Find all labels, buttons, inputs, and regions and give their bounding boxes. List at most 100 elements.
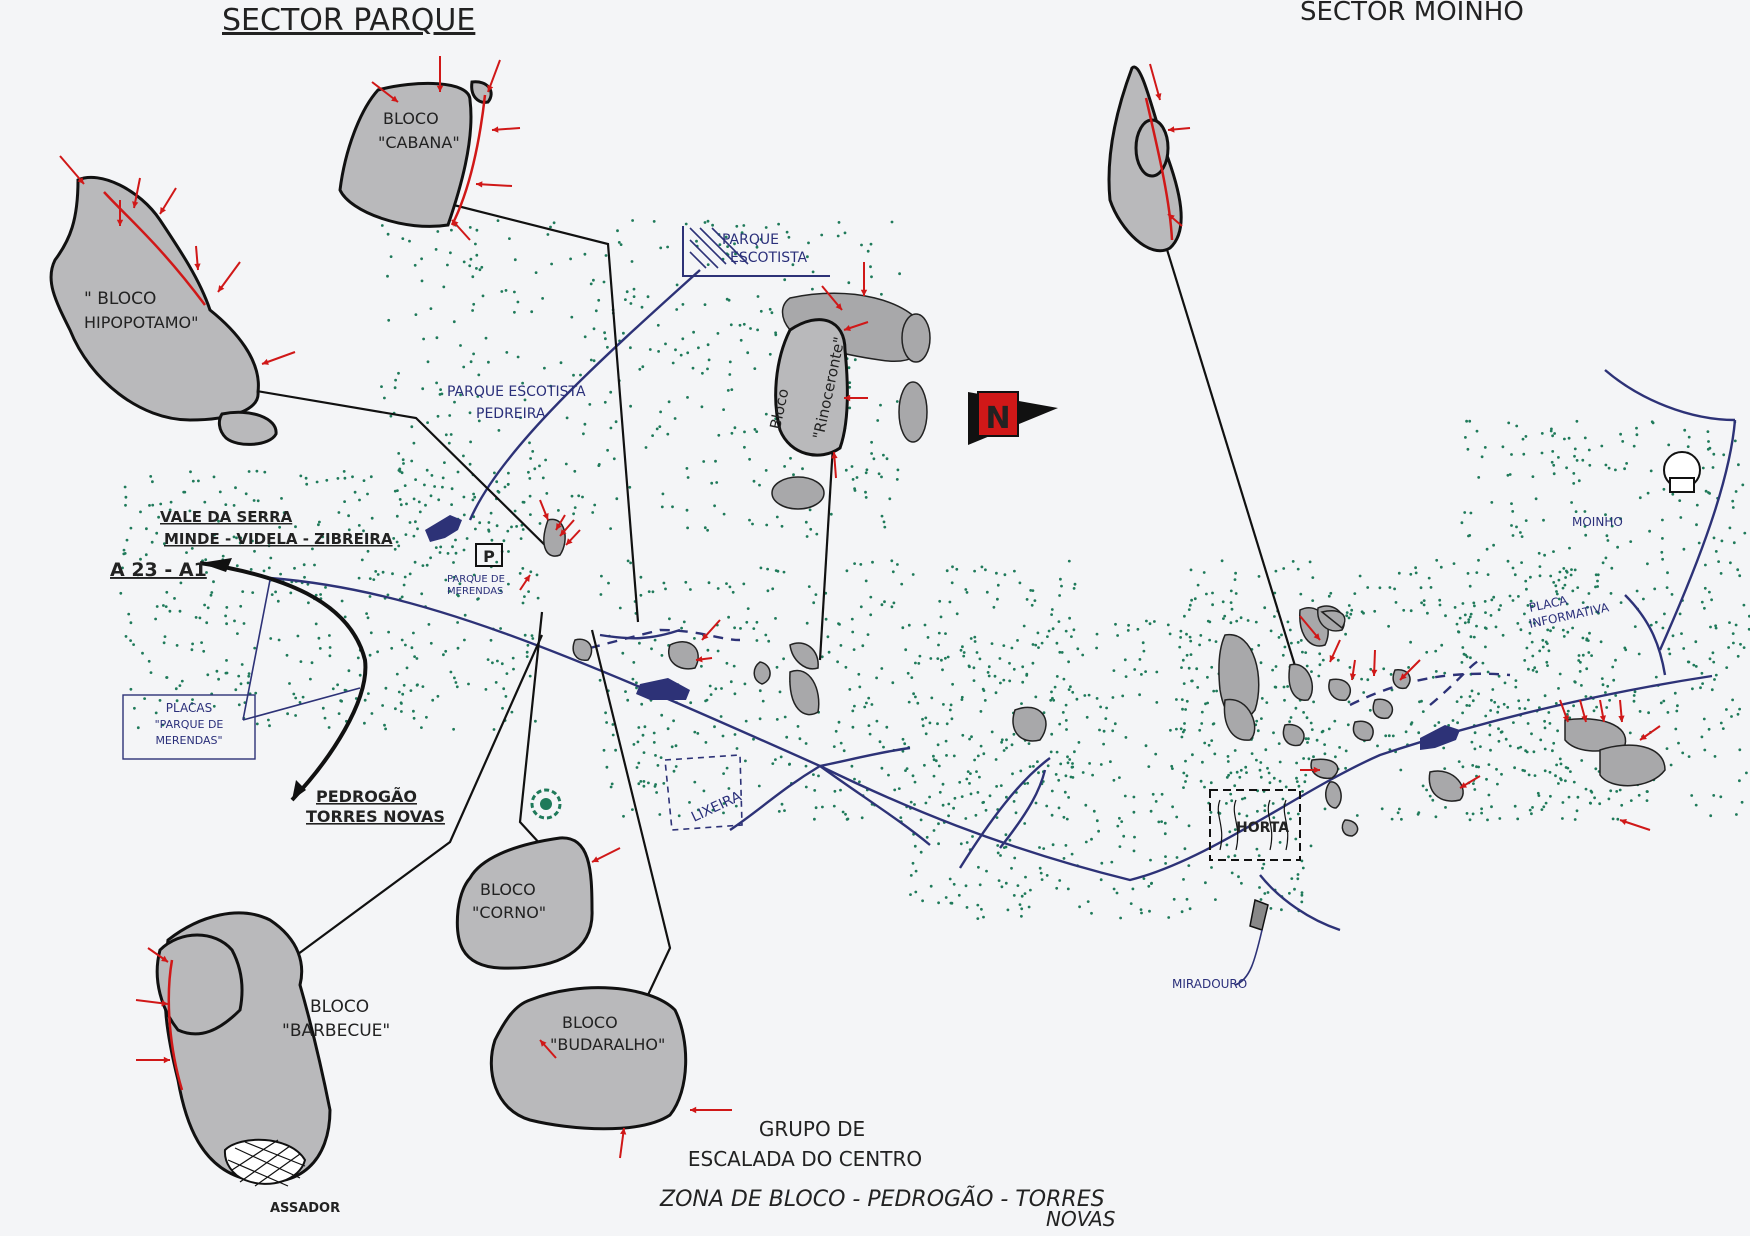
vegetation-dot — [1005, 746, 1008, 750]
vegetation-dot — [689, 588, 692, 591]
vegetation-dot — [1282, 567, 1286, 570]
vegetation-dot — [282, 511, 286, 514]
vegetation-dot — [1471, 764, 1475, 767]
vegetation-dot — [842, 749, 846, 753]
vegetation-dot — [1393, 587, 1396, 591]
vegetation-dot — [342, 470, 346, 473]
vegetation-dot — [252, 499, 256, 502]
vegetation-dot — [1153, 620, 1156, 623]
vegetation-dot — [1573, 818, 1577, 821]
vegetation-dot — [380, 385, 383, 388]
vegetation-dot — [508, 237, 511, 241]
vegetation-dot — [1278, 760, 1282, 764]
vegetation-dot — [622, 331, 625, 335]
vegetation-dot — [865, 701, 868, 705]
vegetation-dot — [1208, 620, 1212, 624]
vegetation-dot — [318, 647, 322, 650]
vegetation-dot — [1520, 535, 1524, 538]
footer-line-1: GRUPO DE — [759, 1117, 865, 1141]
vegetation-dot — [1569, 770, 1572, 773]
vegetation-dot — [1032, 765, 1035, 768]
vegetation-dot — [1720, 539, 1724, 543]
vegetation-dot — [851, 478, 855, 481]
vegetation-dot — [767, 639, 771, 643]
vegetation-dot — [1577, 659, 1581, 662]
vegetation-dot — [456, 470, 460, 474]
vegetation-dot — [990, 642, 994, 645]
vegetation-dot — [1468, 818, 1472, 822]
vegetation-dot — [1516, 817, 1520, 821]
vegetation-dot — [1200, 710, 1204, 714]
vegetation-dot — [1003, 573, 1007, 577]
vegetation-dot — [588, 403, 592, 406]
vegetation-dot — [1455, 700, 1459, 703]
leader-rinoceronte — [818, 427, 836, 661]
vegetation-dot — [1215, 689, 1218, 693]
vegetation-dot — [1682, 647, 1686, 650]
vegetation-dot — [1704, 489, 1708, 493]
vegetation-dot — [421, 685, 425, 688]
vegetation-dot — [597, 463, 601, 466]
vegetation-dot — [1323, 807, 1327, 811]
vegetation-dot — [293, 566, 296, 570]
vegetation-dot — [1576, 795, 1580, 799]
vegetation-dot — [756, 295, 760, 298]
vegetation-dot — [1680, 632, 1683, 635]
vegetation-dot — [454, 681, 458, 684]
vegetation-dot — [1140, 673, 1143, 676]
vegetation-dot — [911, 774, 915, 778]
vegetation-dot — [1345, 614, 1349, 618]
vegetation-dot — [901, 626, 905, 630]
vegetation-dot — [893, 788, 897, 792]
vegetation-dot — [724, 235, 728, 239]
vegetation-dot — [1583, 436, 1587, 440]
vegetation-dot — [1741, 483, 1745, 487]
road-branch-3 — [819, 765, 931, 846]
vegetation-dot — [386, 232, 390, 236]
vegetation-dot — [519, 416, 522, 419]
vegetation-dot — [1596, 585, 1599, 588]
vegetation-dot — [924, 716, 928, 720]
vegetation-dot — [732, 664, 736, 668]
vegetation-dot — [1229, 621, 1233, 625]
vegetation-dot — [1229, 601, 1233, 604]
vegetation-dot — [462, 260, 466, 264]
vegetation-dot — [436, 694, 440, 698]
vegetation-dot — [469, 257, 473, 261]
vegetation-dot — [452, 320, 456, 324]
vegetation-dot — [251, 591, 255, 594]
vegetation-dot — [443, 461, 446, 464]
vegetation-dot — [495, 524, 499, 528]
horta-label: HORTA — [1236, 820, 1289, 836]
vegetation-dot — [1661, 557, 1664, 561]
vegetation-dot — [1040, 641, 1044, 645]
vegetation-dot — [1558, 757, 1562, 761]
vegetation-dot — [877, 472, 881, 476]
vegetation-dot — [1283, 698, 1286, 702]
block-corno-label-2: "CORNO" — [472, 903, 546, 922]
block-hipo-label-2: HIPOPOTAMO" — [84, 313, 198, 332]
vegetation-dot — [787, 235, 791, 239]
vegetation-dot — [423, 483, 426, 487]
vegetation-dot — [1047, 629, 1051, 633]
route-arrow-head — [194, 263, 201, 270]
vegetation-dot — [1611, 665, 1615, 669]
pedreira-label-2: PEDREIRA — [476, 406, 546, 422]
vegetation-dot — [672, 719, 675, 723]
merendas-label-2: MERENDAS — [447, 586, 503, 597]
vegetation-dot — [459, 344, 462, 347]
vegetation-dot — [1057, 778, 1061, 782]
vegetation-dot — [1278, 841, 1282, 844]
vegetation-dot — [331, 687, 335, 691]
vegetation-dot — [1144, 670, 1147, 673]
vegetation-dot — [1457, 760, 1461, 763]
miradouro-marker — [1249, 898, 1269, 931]
vegetation-dot — [917, 662, 921, 665]
vegetation-dot — [635, 686, 638, 690]
vegetation-dot — [1572, 472, 1576, 475]
vegetation-dot — [1567, 795, 1571, 799]
vegetation-dot — [1280, 633, 1283, 637]
vegetation-dot — [752, 737, 755, 741]
vegetation-dot — [1020, 907, 1024, 911]
vegetation-dot — [1346, 723, 1350, 727]
